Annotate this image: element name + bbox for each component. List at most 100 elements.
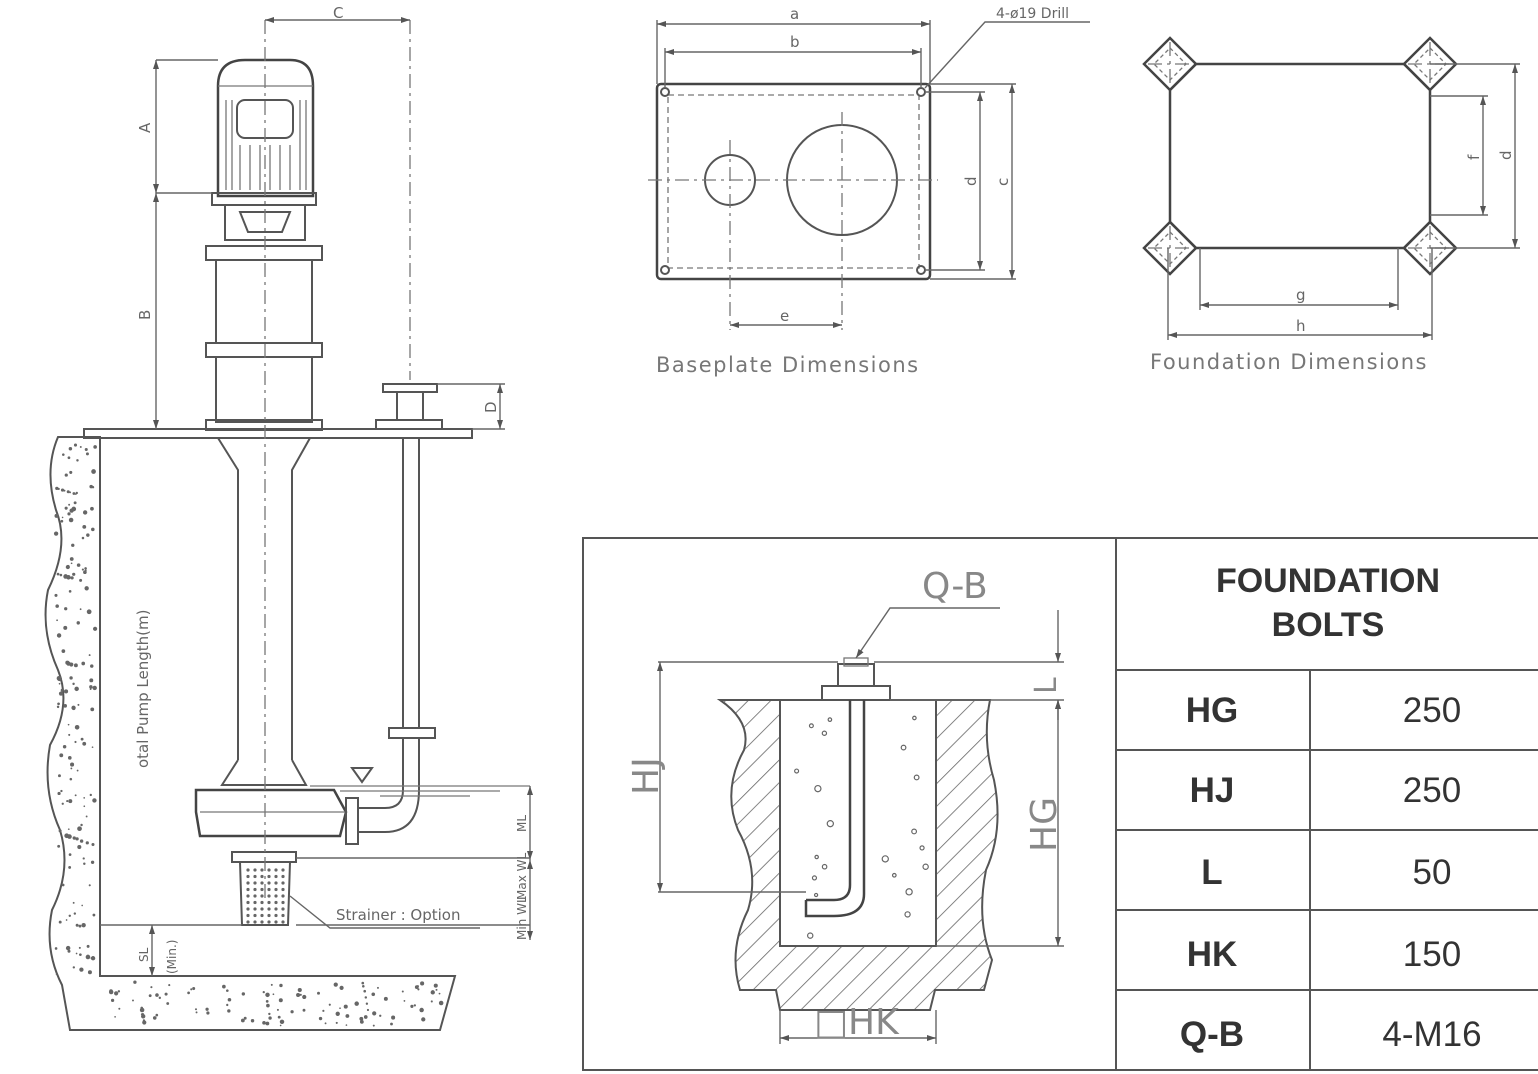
concrete-dot	[227, 1009, 231, 1013]
concrete-dot	[372, 1024, 375, 1027]
concrete-dot	[83, 570, 87, 575]
foundation-view: g h f d Foundation Dimensions	[1142, 36, 1520, 374]
concrete-dot	[81, 904, 83, 907]
concrete-dot	[376, 986, 379, 989]
concrete-dot	[78, 924, 82, 928]
strainer-hole	[274, 920, 278, 924]
concrete-dot	[75, 923, 79, 927]
dim-label-a: a	[790, 5, 799, 23]
row-value-hj: 250	[1403, 771, 1461, 810]
concrete-dot	[92, 685, 97, 691]
dim-label-D: D	[482, 401, 500, 413]
concrete-dot	[362, 984, 365, 988]
concrete-dot	[57, 487, 60, 491]
concrete-dot	[86, 609, 92, 615]
l-label: L	[1029, 677, 1064, 694]
concrete-dot	[302, 1008, 306, 1012]
concrete-dot	[72, 836, 76, 840]
column-mid-flange	[205, 342, 323, 358]
concrete-dot	[148, 994, 152, 998]
strainer-hole	[267, 894, 271, 898]
concrete-dot	[68, 799, 73, 804]
strainer-hole	[260, 887, 264, 892]
concrete-dot	[91, 746, 94, 748]
strainer-hole	[281, 868, 285, 872]
concrete-dot	[108, 989, 114, 995]
mounting-flange	[205, 419, 323, 431]
concrete-dot	[82, 510, 88, 515]
anchor-pocket-diamond	[1142, 36, 1198, 92]
concrete-dot	[73, 443, 78, 447]
grout-dot	[913, 774, 920, 781]
anchor-centerline	[1148, 42, 1192, 86]
concrete-dot	[430, 990, 435, 995]
concrete-dot	[70, 762, 75, 767]
concrete-dot	[60, 688, 64, 692]
grout-dot	[813, 892, 819, 898]
concrete-dot	[114, 991, 119, 996]
dim-label-C: C	[333, 4, 343, 22]
row-key-hj: HJ	[1190, 771, 1235, 810]
concrete-dot	[88, 654, 91, 657]
concrete-dot	[345, 1024, 348, 1026]
concrete-dot	[90, 860, 95, 864]
concrete-dot	[90, 664, 94, 668]
dim-label-c: c	[994, 178, 1012, 186]
concrete-dot	[240, 1018, 245, 1023]
concrete-dot	[76, 769, 79, 772]
concrete-dot	[56, 633, 62, 638]
concrete-dot	[81, 536, 85, 540]
concrete-dot	[77, 826, 82, 832]
row-key-hk: HK	[1187, 935, 1238, 974]
strainer-hole	[274, 907, 278, 911]
strainer-hole	[253, 874, 257, 879]
concrete-dot	[55, 604, 59, 608]
concrete-dot	[226, 989, 229, 992]
grout-texture	[794, 715, 929, 939]
discharge-base-flange	[375, 419, 443, 430]
concrete-dot	[64, 689, 69, 694]
strainer-hole	[246, 913, 250, 918]
concrete-dot	[61, 802, 64, 805]
concrete-dot	[79, 953, 82, 957]
concrete-dot	[70, 767, 73, 770]
strainer-hole	[260, 894, 264, 898]
concrete-dot	[67, 834, 72, 839]
concrete-dot	[401, 990, 404, 993]
strainer-hole	[253, 907, 257, 911]
concrete-dot	[69, 777, 73, 781]
concrete-dot	[72, 966, 75, 969]
strainer-hole	[274, 881, 278, 885]
anchor-pocket-diamond	[1402, 36, 1458, 92]
concrete-dot	[372, 1011, 377, 1016]
concrete-dot	[430, 1000, 433, 1003]
concrete-dot	[85, 954, 91, 960]
strainer-hole	[267, 913, 271, 918]
baseplate-outline	[655, 82, 932, 281]
bolt-detail-frame	[582, 537, 1538, 1071]
strainer-hole	[281, 920, 285, 924]
concrete-dot	[58, 920, 62, 924]
concrete-dot	[87, 970, 92, 975]
concrete-dot	[80, 823, 83, 827]
row-key-hg: HG	[1186, 691, 1239, 730]
grout-dot	[826, 819, 834, 828]
strainer-hole	[267, 900, 271, 905]
strainer-hole	[281, 913, 285, 918]
concrete-dot	[67, 723, 70, 726]
table-title-line2: BOLTS	[1272, 606, 1385, 644]
strainer-hole	[253, 913, 257, 918]
concrete-dot	[57, 844, 61, 848]
concrete-dot	[82, 857, 85, 860]
concrete-dot	[79, 608, 82, 611]
bolt-hole-br	[916, 265, 926, 275]
concrete-dot	[299, 993, 302, 996]
concrete-dot	[279, 983, 283, 988]
discharge-flange-top	[382, 383, 438, 393]
concrete-dot	[276, 1008, 279, 1011]
concrete-dot	[67, 949, 71, 953]
column-upper	[215, 259, 313, 344]
concrete-dot	[190, 988, 193, 991]
drill-label: 4-ø19 Drill	[996, 6, 1069, 22]
strainer-hole	[267, 868, 271, 872]
